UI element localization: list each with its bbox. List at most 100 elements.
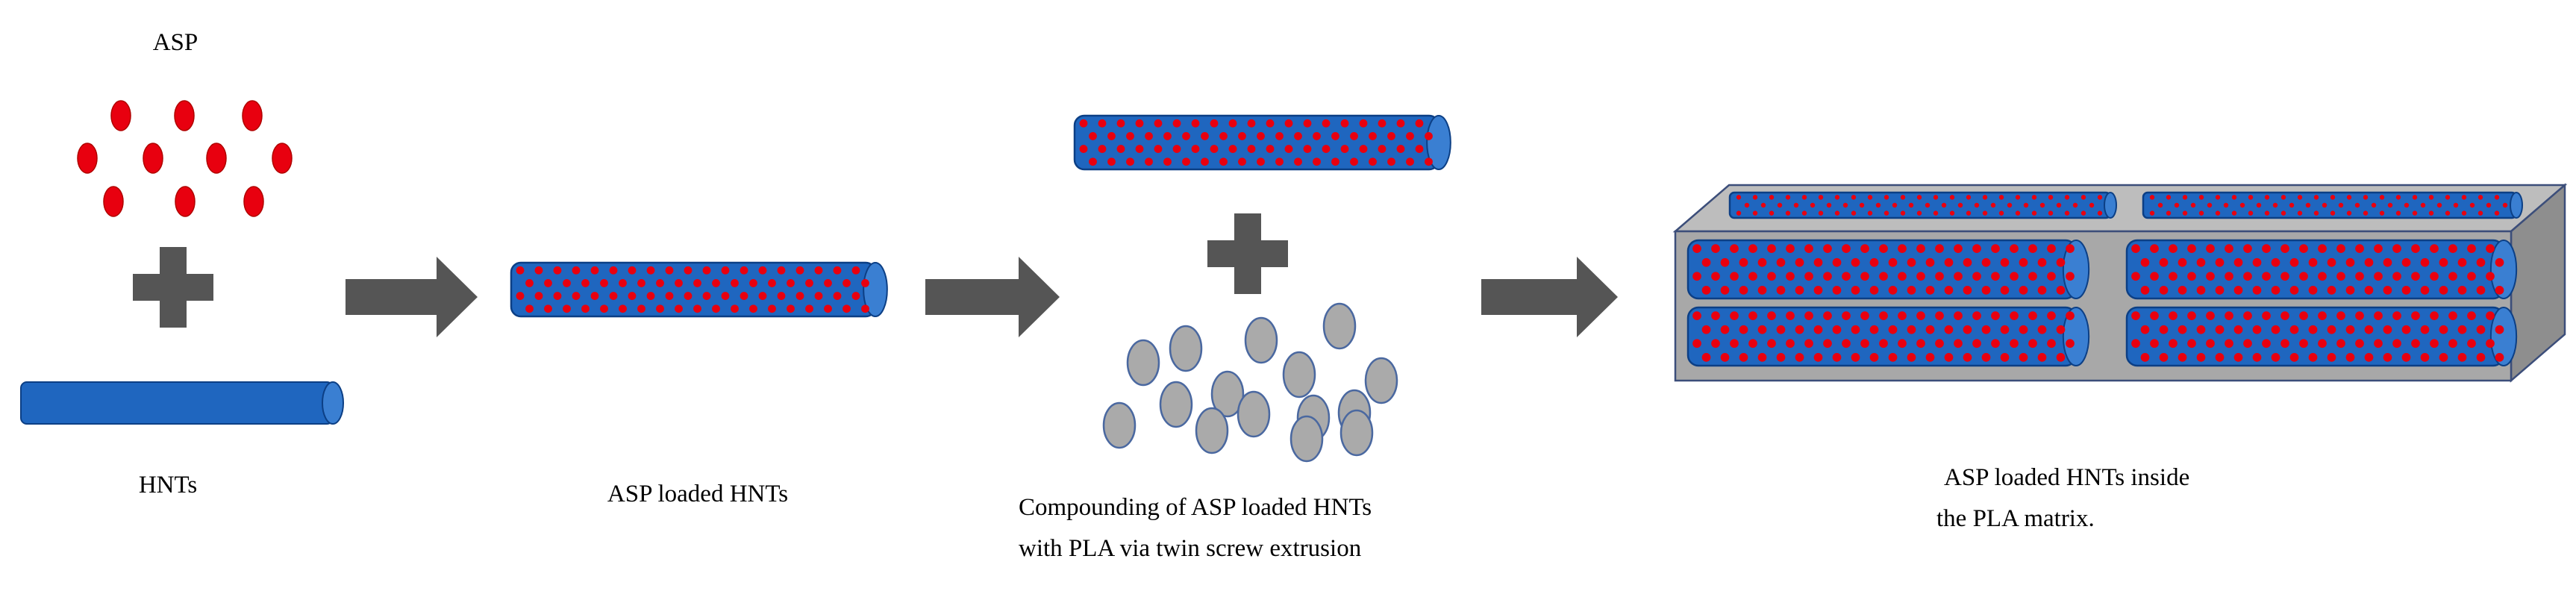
asp-molecule-dot xyxy=(1998,195,2004,200)
asp-molecule-dot xyxy=(1813,257,1823,267)
asp-molecule-dot xyxy=(1804,339,1813,348)
asp-molecule-dot xyxy=(1711,339,1720,348)
asp-molecule-dot xyxy=(833,292,842,300)
asp-molecule-dot xyxy=(1711,244,1720,253)
asp-molecule-dot xyxy=(1163,157,1172,166)
asp-molecule-dot xyxy=(2198,195,2204,200)
asp-molecule-dot xyxy=(1916,195,1922,200)
asp-molecule-dot xyxy=(2280,339,2289,348)
asp-molecule-dot xyxy=(1201,132,1209,140)
asp-molecule-dot xyxy=(2392,272,2401,281)
asp-molecule-dot xyxy=(824,279,832,287)
asp-molecule-dot xyxy=(628,266,637,275)
asp-molecule-dot xyxy=(1916,210,1922,216)
asp-molecule-dot xyxy=(2196,286,2206,295)
asp-molecule-dot xyxy=(1860,311,1869,320)
asp-molecule-dot xyxy=(2430,311,2439,320)
asp-molecule-dot xyxy=(600,304,608,313)
asp-molecule-dot xyxy=(2178,286,2187,295)
asp-molecule-dot xyxy=(1415,119,1424,128)
asp-molecule-dot xyxy=(1933,210,1939,216)
asp-molecule-dot xyxy=(1818,210,1824,216)
asp-molecule-dot xyxy=(2461,210,2467,216)
asp-molecule-dot xyxy=(1860,272,1869,281)
asp-molecule-dot xyxy=(2448,272,2457,281)
asp-molecule-dot xyxy=(2047,339,2056,348)
plus-icon xyxy=(1207,213,1288,294)
asp-molecule-dot xyxy=(1739,325,1748,334)
asp-molecule-dot xyxy=(2131,311,2140,320)
asp-molecule-dot xyxy=(2401,257,2411,267)
asp-molecule-dot xyxy=(2355,272,2364,281)
asp-molecule-dot xyxy=(2412,195,2418,200)
asp-molecule-dot xyxy=(2187,244,2196,253)
asp-molecule-dot xyxy=(516,266,525,275)
pla-granule xyxy=(1169,325,1203,372)
asp-molecule-dot xyxy=(2140,286,2150,295)
asp-molecule-dot xyxy=(2355,339,2364,348)
asp-molecule-dot xyxy=(2313,210,2319,216)
asp-molecule-dot xyxy=(1998,210,2004,216)
asp-molecule-dot xyxy=(2178,325,2187,334)
asp-molecule-dot xyxy=(2190,202,2196,208)
asp-molecule-dot xyxy=(1900,210,1906,216)
asp-molecule-dot xyxy=(2140,257,2150,267)
asp-molecule-dot xyxy=(2271,325,2280,334)
asp-molecule-dot xyxy=(1982,210,1988,216)
asp-molecule-dot xyxy=(2196,325,2206,334)
asp-molecule-dot xyxy=(2215,286,2225,295)
asp-molecule-dot xyxy=(1949,210,1955,216)
asp-molecule-dot xyxy=(814,292,823,300)
asp-molecule-dot xyxy=(2271,353,2280,362)
asp-molecule-dot xyxy=(2028,272,2037,281)
asp-molecule-dot xyxy=(1425,132,1433,140)
asp-molecule-dot xyxy=(1851,195,1857,200)
asp-molecule-dot xyxy=(2056,325,2066,334)
asp-molecule-dot xyxy=(1966,210,1972,216)
asp-molecule-dot xyxy=(1720,325,1730,334)
arrow-shape xyxy=(925,257,1060,337)
asp-molecule-dot xyxy=(553,266,562,275)
asp-molecule-dot xyxy=(2308,353,2318,362)
asp-molecule-dot xyxy=(2289,325,2299,334)
asp-molecule-dot xyxy=(1752,195,1758,200)
asp-molecule-dot xyxy=(2448,339,2457,348)
pla-granule xyxy=(1126,339,1160,387)
hnt-tube xyxy=(2125,306,2518,367)
arrow-shape xyxy=(1481,257,1618,337)
asp-molecule-dot xyxy=(1907,353,1916,362)
asp-molecule-dot xyxy=(1692,244,1701,253)
asp-molecule-dot xyxy=(2457,257,2467,267)
asp-molecule-dot xyxy=(1116,119,1125,128)
asp-molecule-dot xyxy=(1907,325,1916,334)
asp-molecule-dot xyxy=(1294,132,1302,140)
asp-molecule-dot xyxy=(842,279,851,287)
asp-molecule-dot xyxy=(2256,202,2262,208)
hnt-tube-loaded xyxy=(1073,114,1451,171)
asp-molecule-dot xyxy=(243,186,264,217)
asp-molecule-dot xyxy=(1238,132,1246,140)
asp-molecule-dot xyxy=(206,143,227,174)
asp-molecule-dot xyxy=(2345,286,2355,295)
asp-molecule-dot xyxy=(1832,325,1842,334)
asp-molecule-dot xyxy=(1981,286,1991,295)
asp-molecule-dot xyxy=(2318,244,2327,253)
asp-molecule-dot xyxy=(1925,325,1935,334)
asp-molecule-dot xyxy=(1851,325,1860,334)
asp-molecule-dot xyxy=(1736,195,1742,200)
asp-molecule-dot xyxy=(2494,195,2500,200)
asp-molecule-dot xyxy=(1294,157,1302,166)
asp-molecule-dot xyxy=(2178,257,2187,267)
asp-molecule-dot xyxy=(2272,202,2278,208)
asp-molecule-dot xyxy=(2015,195,2021,200)
asp-molecule-dot xyxy=(1813,353,1823,362)
asp-molecule-dot xyxy=(740,266,748,275)
asp-molecule-dot xyxy=(1769,195,1775,200)
pla-granule xyxy=(1244,316,1278,364)
asp-molecule-dot xyxy=(1879,339,1888,348)
asp-molecule-dot xyxy=(553,292,562,300)
asp-molecule-dot xyxy=(2453,202,2459,208)
asp-molecule-dot xyxy=(1163,132,1172,140)
asp-molecule-dot xyxy=(2271,286,2280,295)
asp-molecule-dot xyxy=(2383,325,2392,334)
